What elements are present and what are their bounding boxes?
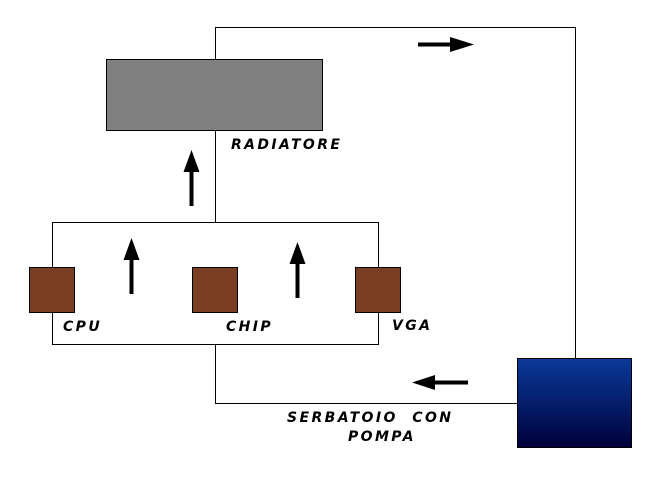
cpu-block (29, 267, 75, 313)
vga-label: VGA (392, 318, 432, 334)
arrow-up-icon (289, 242, 306, 298)
tank-label-line2: POMPA (348, 429, 416, 445)
vga-block (355, 267, 401, 313)
radiator-label: RADIATORE (231, 137, 342, 153)
radiator (106, 59, 323, 131)
arrow-up-icon (123, 238, 140, 294)
tank-pump (517, 358, 632, 448)
chip-label: CHIP (226, 319, 273, 335)
pipe-return (215, 344, 518, 404)
arrow-right-icon (418, 37, 474, 52)
arrow-up-icon (183, 150, 200, 206)
chip-block (192, 267, 238, 313)
tank-label-line1: SERBATOIO CON (287, 410, 453, 426)
flow-arrows (123, 37, 474, 390)
arrow-left-icon (412, 375, 468, 390)
cpu-label: CPU (63, 319, 102, 335)
